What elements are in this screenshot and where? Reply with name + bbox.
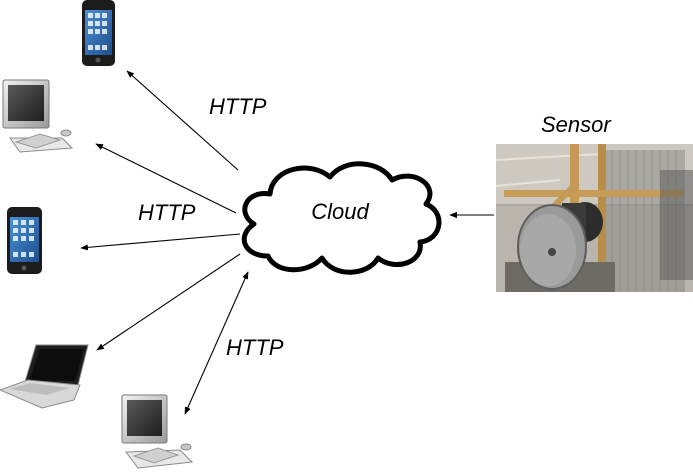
sensor-label: Sensor	[541, 112, 612, 137]
arrows	[80, 70, 494, 415]
desktop-computer-top-icon	[2, 79, 74, 153]
desktop-computer-bottom-icon	[121, 394, 194, 469]
laptop-icon	[0, 344, 89, 409]
cloud-label: Cloud	[311, 199, 369, 224]
smartphone-middle-icon	[7, 207, 42, 274]
sensor-photo	[495, 144, 693, 292]
smartphone-top-icon	[82, 0, 115, 66]
arrow-to-laptop	[96, 253, 241, 351]
arrow-to-phone-middle	[80, 233, 241, 251]
arrow-cloud-desktop-bidirectional	[184, 271, 249, 415]
http-label-top: HTTP	[209, 94, 267, 119]
arrow-to-desktop-top	[95, 143, 237, 214]
http-label-bottom: HTTP	[226, 335, 284, 360]
arrow-to-phone-top	[126, 70, 239, 171]
cloud-shape: Cloud	[241, 161, 442, 275]
http-label-middle: HTTP	[138, 200, 196, 225]
